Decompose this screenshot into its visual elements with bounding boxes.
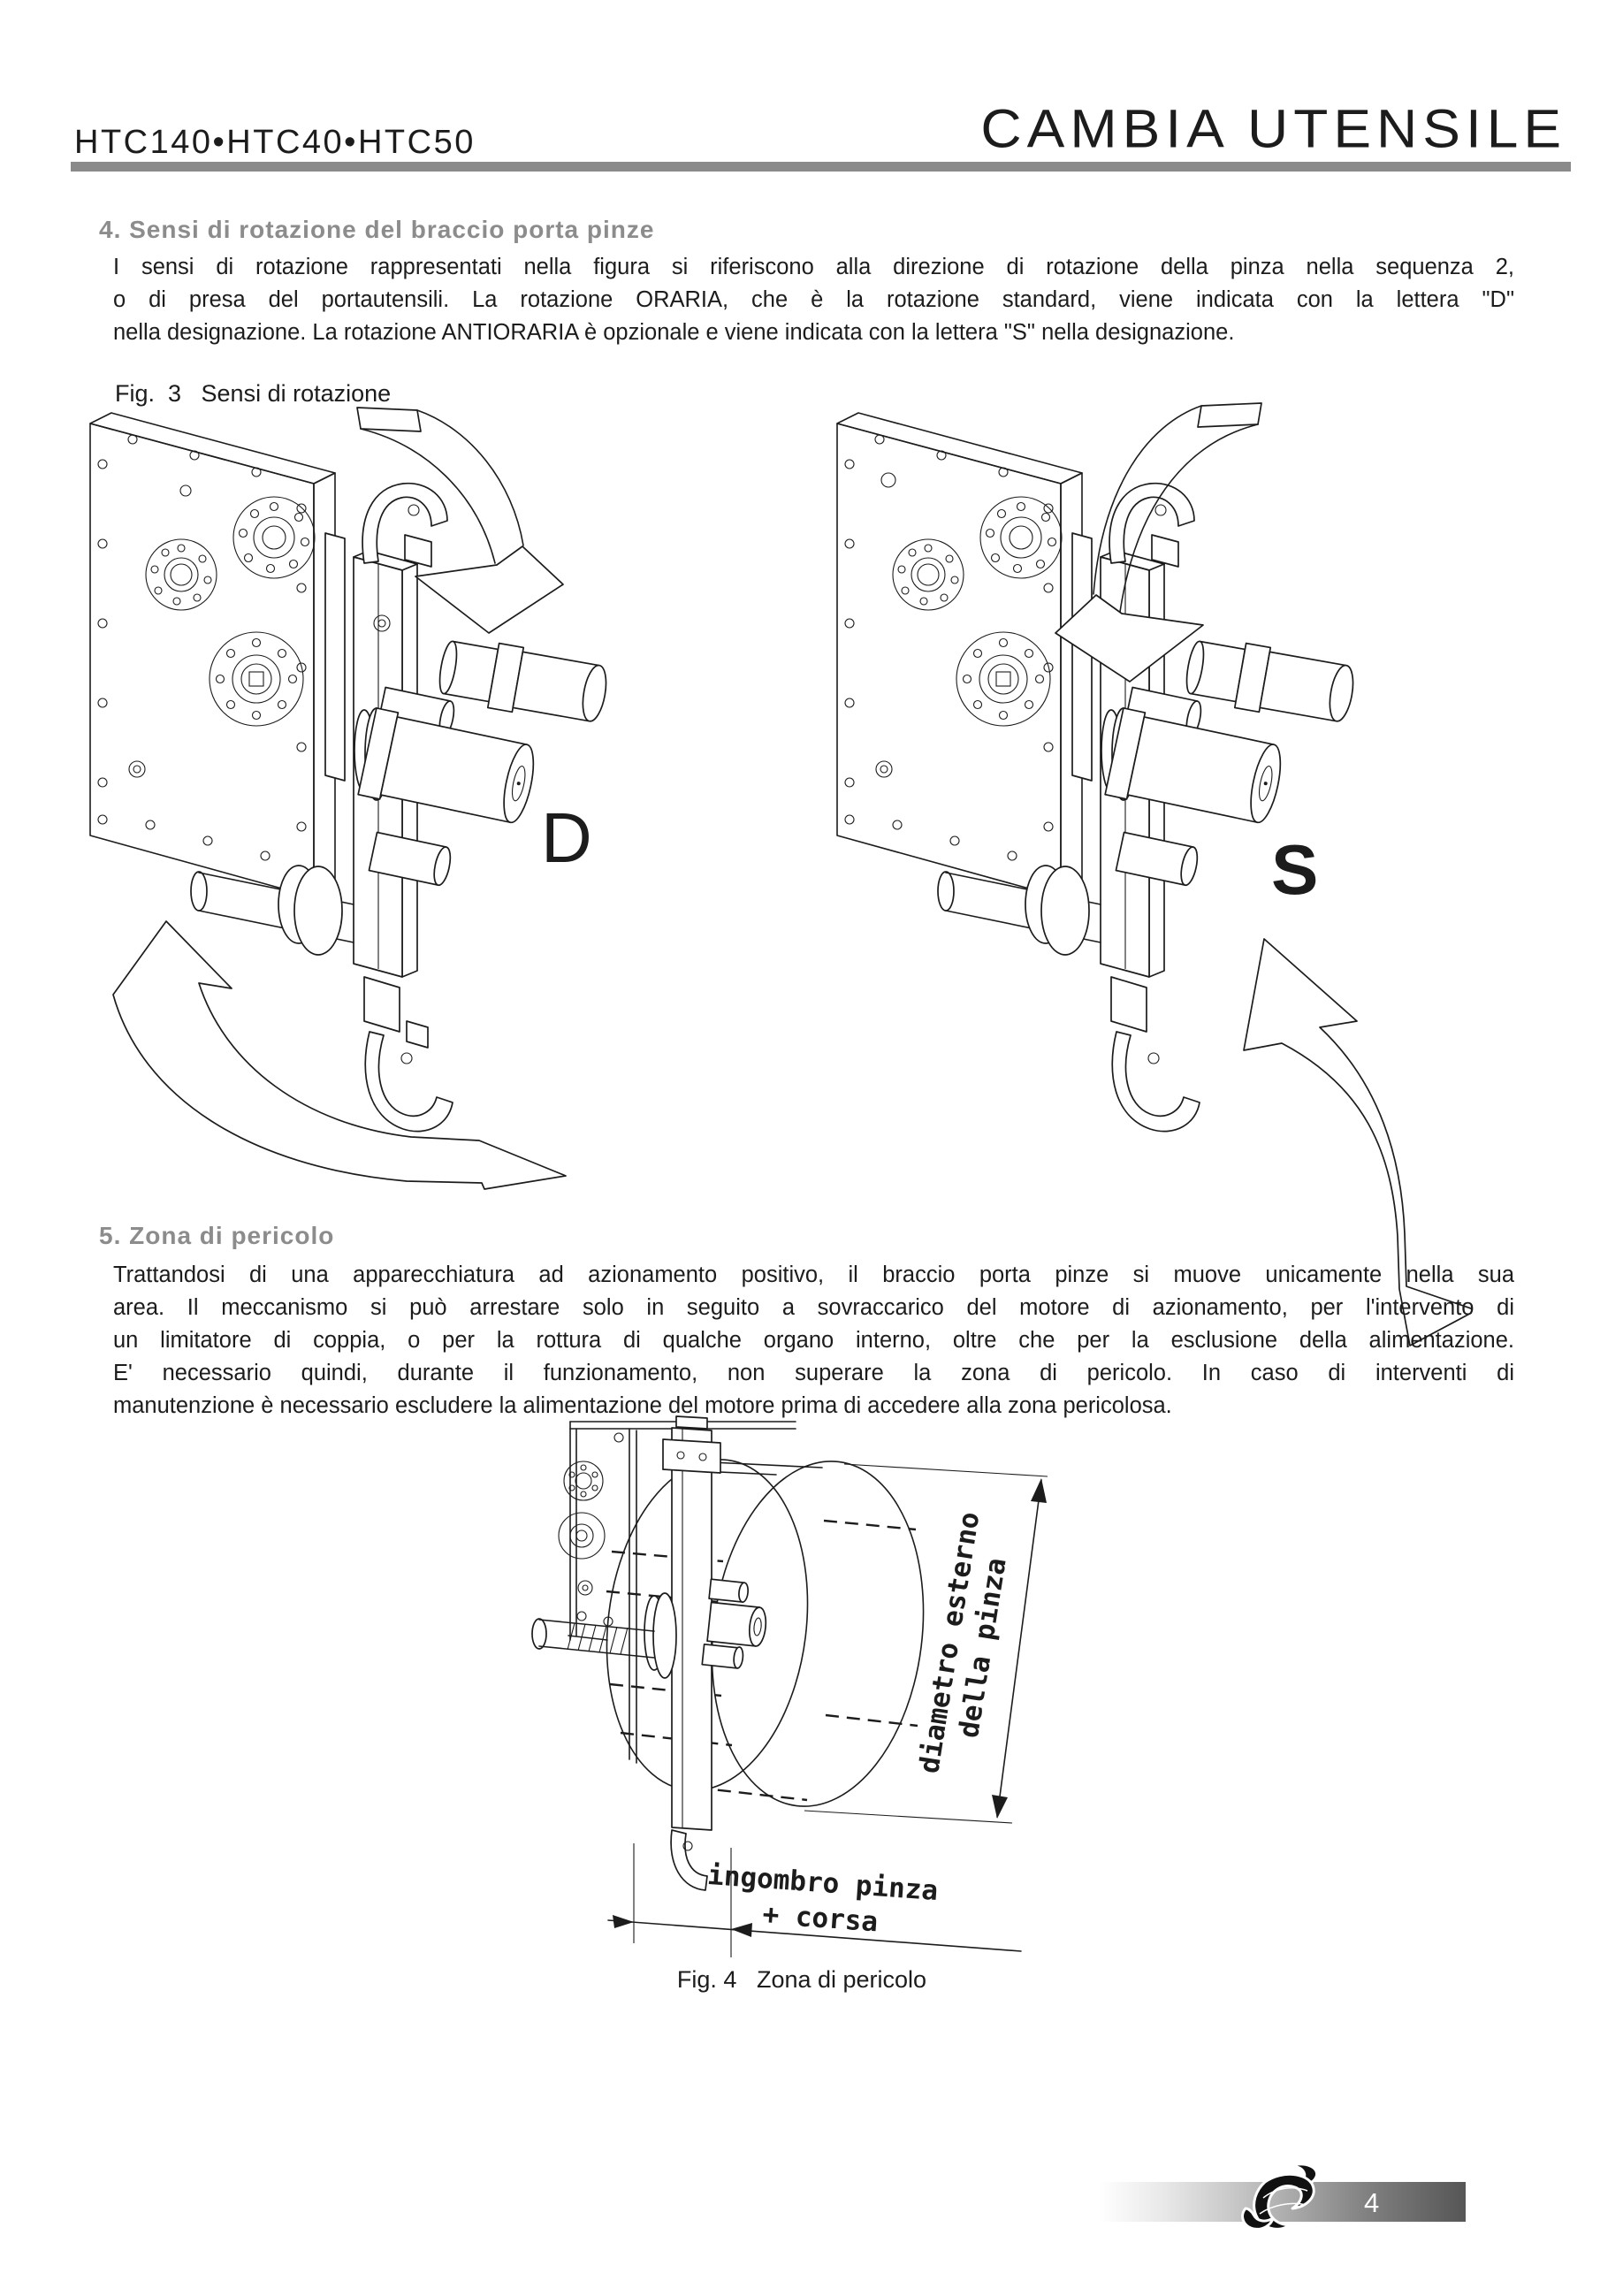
paragraph-line: Trattandosi di una apparecchiatura ad az…: [113, 1262, 1514, 1287]
bottom-gripper-claw: [1111, 1031, 1200, 1133]
screw-icons: [844, 434, 1054, 883]
footprint-dimension: ingombro pinza + corsa: [607, 1843, 1022, 1957]
machine-plate: [836, 412, 1083, 898]
gripper-tool-assembly: [1104, 686, 1282, 887]
paragraph-line: un limitatore di coppia, o per la rottur…: [113, 1328, 1514, 1353]
top-gripper-claw: [1109, 482, 1195, 564]
clockwise-label: D: [541, 798, 592, 877]
fig3-counterclockwise-drawing: [836, 402, 1472, 1346]
drive-shaft: [190, 865, 354, 956]
paragraph-line: o di presa del portautensili. La rotazio…: [113, 287, 1514, 312]
support-bracket: [324, 532, 346, 782]
section-5-paragraph: Trattandosi di una apparecchiatura ad az…: [113, 1259, 1514, 1423]
brand-logo-icon: [1241, 2163, 1319, 2231]
bottom-gripper-claw: [364, 1031, 453, 1133]
rotation-arrow-top-icon: [1055, 402, 1262, 683]
fig3-caption: Fig. 3 Sensi di rotazione: [115, 380, 392, 407]
tool-cylinders: [701, 1578, 767, 1669]
page-title: CAMBIA UTENSILE: [980, 97, 1566, 160]
paragraph-line: manutenzione è necessario escludere la a…: [113, 1393, 1172, 1418]
flange-icons: [558, 1432, 624, 1627]
diameter-dimension: diametro esterno della pinza: [804, 1463, 1048, 1824]
rotation-arrow-bottom-icon: [1243, 938, 1472, 1346]
hub-and-shaft: [531, 1592, 677, 1679]
counterclockwise-label: S: [1271, 830, 1319, 909]
header-rule: [71, 162, 1571, 172]
fig4-danger-zone-drawing: diametro esterno della pinza ingombro pi…: [531, 1415, 1048, 1957]
page-number: 4: [1364, 2187, 1380, 2218]
paragraph-line: nella designazione. La rotazione ANTIORA…: [113, 320, 1235, 345]
rotation-arrow-bottom-icon: [112, 920, 567, 1190]
section-4-title: 4. Sensi di rotazione del braccio porta …: [99, 216, 655, 243]
machine-plate: [89, 412, 336, 898]
tool-holder-cylinder: [438, 640, 607, 722]
section-4-paragraph: I sensi di rotazione rappresentati nella…: [113, 251, 1514, 349]
header-model-codes: HTC140•HTC40•HTC50: [74, 124, 476, 161]
gripper-arm: [662, 1415, 721, 1891]
paragraph-line: I sensi di rotazione rappresentati nella…: [113, 255, 1514, 279]
gripper-tool-assembly: [357, 686, 535, 887]
drive-shaft: [937, 865, 1101, 956]
flange-icons: [892, 496, 1063, 727]
fig3-clockwise-drawing: [89, 407, 607, 1190]
footprint-label-line1: ingombro pinza: [706, 1859, 939, 1907]
support-bracket: [1071, 532, 1093, 782]
fig4-caption: Fig. 4 Zona di pericolo: [676, 1966, 927, 1993]
paragraph-line: area. Il meccanismo si può arrestare sol…: [113, 1295, 1514, 1320]
footprint-label-line2: + corsa: [761, 1898, 879, 1938]
top-gripper-claw: [362, 482, 448, 564]
danger-zone-cylinder: [606, 1459, 925, 1807]
section-5-title: 5. Zona di pericolo: [99, 1222, 335, 1249]
screw-icons: [97, 434, 307, 883]
paragraph-line: E' necessario quindi, durante il funzion…: [113, 1361, 1514, 1385]
tool-holder-cylinder: [1185, 640, 1354, 722]
rotation-arrow-top-icon: [356, 407, 564, 634]
flange-icons: [145, 496, 316, 727]
